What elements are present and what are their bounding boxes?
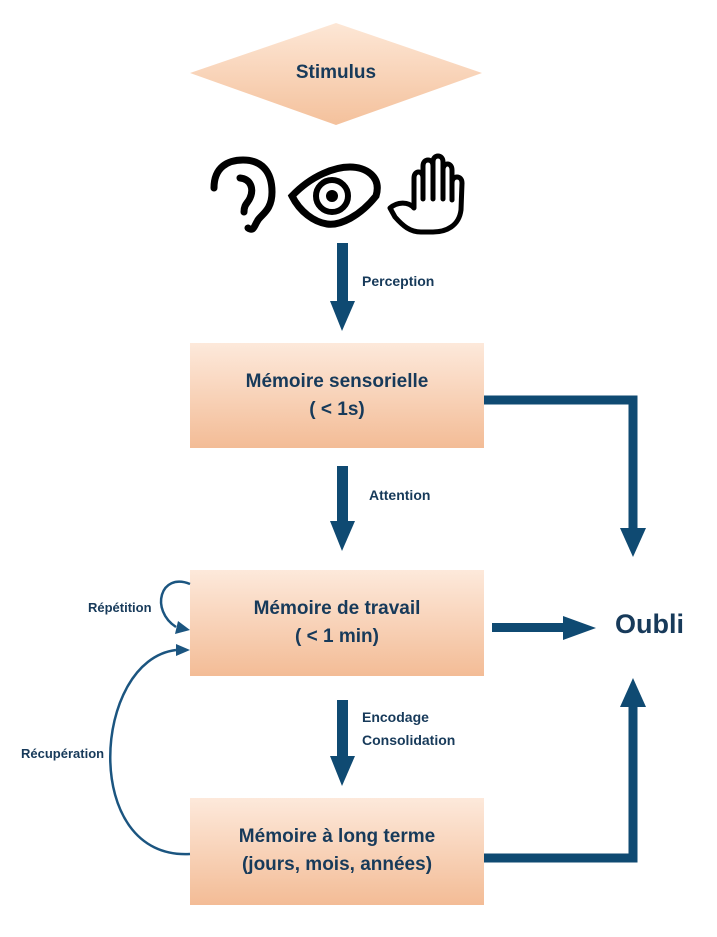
long-terme-box [190,798,484,905]
sensorielle-to-oubli-arrow [484,395,646,557]
hand-icon [387,153,465,235]
stimulus-shape [190,23,482,125]
travail-line1: Mémoire de travail [253,598,421,619]
sensorielle-box [190,343,484,448]
oubli-label: Oubli [615,609,684,639]
long-terme-to-oubli-arrow [484,678,646,863]
stimulus-label: Stimulus [295,62,377,83]
travail-title: Mémoire de travail ( < 1 min) [190,595,484,651]
consolidation-label: Consolidation [362,732,456,748]
recuperation-loop-arrow [109,644,191,856]
ear-icon [210,156,276,233]
sensorielle-line2: ( < 1s) [309,399,365,420]
encodage-label: Encodage [362,709,429,725]
recuperation-label: Récupération [21,746,105,761]
travail-box [190,570,484,676]
attention-label: Attention [369,487,431,503]
encodage-arrow [330,700,355,786]
sensorielle-line1: Mémoire sensorielle [245,371,429,392]
attention-arrow [330,466,355,551]
eye-icon [287,163,381,228]
long-terme-line2: (jours, mois, années) [241,854,433,875]
perception-label: Perception [362,273,435,289]
travail-line2: ( < 1 min) [295,626,379,647]
long-terme-title: Mémoire à long terme (jours, mois, année… [190,823,484,879]
perception-arrow [330,243,355,331]
repetition-loop-arrow [159,580,191,634]
sensorielle-title: Mémoire sensorielle ( < 1s) [190,368,484,424]
travail-to-oubli-arrow [492,616,596,640]
long-terme-line1: Mémoire à long terme [238,826,436,847]
repetition-label: Répétition [88,600,152,615]
